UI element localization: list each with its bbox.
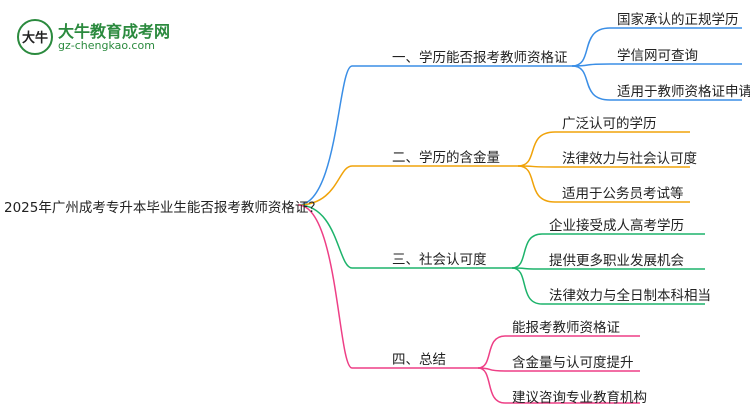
branch-3-leaf-1-connector bbox=[511, 233, 705, 269]
logo-badge-text: 大牛 bbox=[22, 30, 48, 46]
branch-3-connector bbox=[297, 204, 512, 269]
branch-3-label: 三、社会认可度 bbox=[392, 252, 487, 268]
branch-4-leaf-1: 能报考教师资格证 bbox=[512, 320, 620, 336]
branch-4-connector bbox=[297, 204, 478, 369]
branch-1-leaf-2-connector bbox=[571, 63, 742, 67]
branch-2-connector bbox=[297, 165, 518, 206]
branch-2-leaf-1: 广泛认可的学历 bbox=[562, 116, 657, 132]
logo-url: gz-chengkao.com bbox=[58, 39, 155, 52]
branch-3-leaf-1: 企业接受成人高考学历 bbox=[549, 218, 684, 234]
logo-badge-icon: 大牛 bbox=[17, 19, 53, 55]
branch-3-leaf-2-connector bbox=[511, 267, 705, 270]
branch-1-leaf-1: 国家承认的正规学历 bbox=[617, 12, 739, 28]
branch-1-label: 一、学历能否报考教师资格证 bbox=[392, 50, 568, 66]
branch-4-leaf-3: 建议咨询专业教育机构 bbox=[512, 390, 647, 406]
branch-1-leaf-2: 学信网可查询 bbox=[617, 48, 698, 64]
branch-2-leaf-3: 适用于公务员考试等 bbox=[562, 186, 684, 202]
branch-1-leaf-3: 适用于教师资格证申请 bbox=[617, 84, 750, 100]
branch-1-leaf-3-connector bbox=[571, 65, 742, 101]
branch-3-leaf-2: 提供更多职业发展机会 bbox=[549, 253, 684, 269]
branch-3-leaf-3: 法律效力与全日制本科相当 bbox=[549, 288, 711, 304]
branch-1-leaf-1-connector bbox=[571, 27, 742, 67]
branch-1-connector bbox=[297, 65, 572, 206]
branch-2-leaf-2: 法律效力与社会认可度 bbox=[562, 151, 697, 167]
branch-4-leaf-2: 含金量与认可度提升 bbox=[512, 355, 634, 371]
branch-3-leaf-3-connector bbox=[511, 267, 705, 305]
branch-2-label: 二、学历的含金量 bbox=[392, 150, 500, 166]
branch-2-leaf-1-connector bbox=[517, 131, 690, 167]
logo-title: 大牛教育成考网 bbox=[58, 22, 171, 41]
branch-4-leaf-3-connector bbox=[477, 367, 640, 404]
branch-4-leaf-2-connector bbox=[477, 367, 640, 372]
branch-4-leaf-1-connector bbox=[477, 335, 640, 369]
branch-4-label: 四、总结 bbox=[392, 352, 446, 368]
root-node: 2025年广州成考专升本毕业生能否报考教师资格证？ bbox=[4, 200, 322, 216]
branch-2-leaf-3-connector bbox=[517, 165, 690, 203]
branch-2-leaf-2-connector bbox=[517, 165, 690, 168]
site-logo[interactable]: 大牛 大牛教育成考网 gz-chengkao.com bbox=[8, 14, 208, 60]
